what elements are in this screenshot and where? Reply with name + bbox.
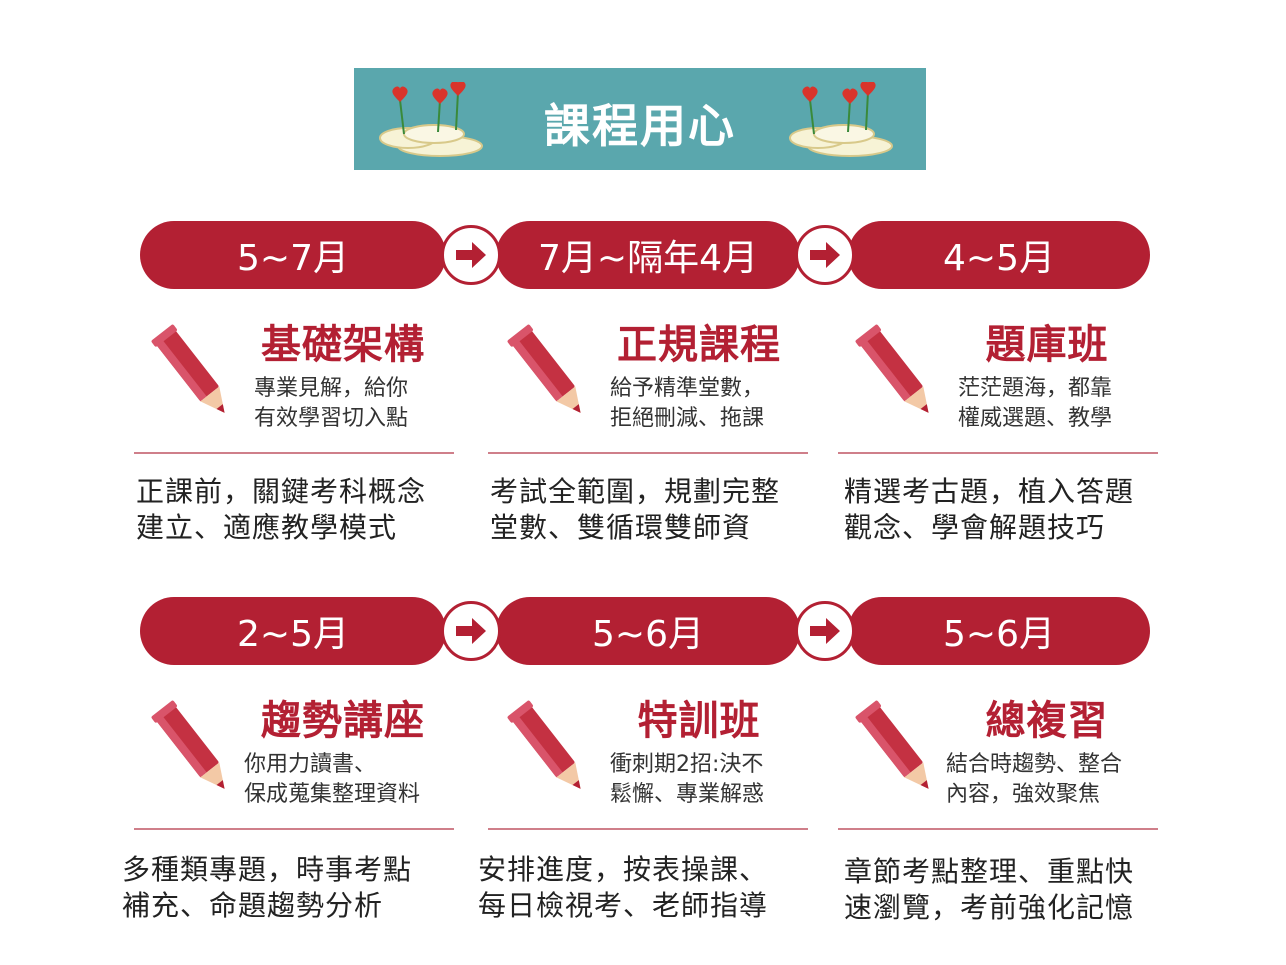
hearts-on-cloud-icon (378, 80, 484, 162)
course-description: 章節考點整理、重點快速瀏覽，考前強化記憶 (844, 855, 1135, 924)
course-subtitle: 你用力讀書、保成蒐集整理資料 (244, 752, 421, 807)
divider (134, 828, 454, 830)
pencil-icon (506, 694, 598, 808)
period-pill: 5~6月 (496, 597, 800, 665)
right-arrow-icon (441, 225, 501, 285)
period-pill: 2~5月 (140, 597, 446, 665)
period-pill: 5~6月 (848, 597, 1150, 665)
course-description: 考試全範圍，規劃完整堂數、雙循環雙師資 (490, 475, 781, 544)
course-description: 精選考古題，植入答題觀念、學會解題技巧 (844, 475, 1135, 544)
pencil-icon (150, 694, 242, 808)
divider (488, 452, 808, 454)
course-title: 特訓班 (637, 698, 761, 744)
pencil-icon (854, 318, 946, 432)
course-subtitle: 衝刺期2招:決不鬆懈、專業解惑 (610, 752, 765, 807)
divider (134, 452, 454, 454)
divider (838, 452, 1158, 454)
pencil-icon (150, 318, 242, 432)
course-subtitle: 茫茫題海，都靠權威選題、教學 (958, 376, 1113, 431)
hearts-on-cloud-icon (788, 80, 894, 162)
pencil-icon (506, 318, 598, 432)
right-arrow-icon (441, 601, 501, 661)
period-pill: 4~5月 (848, 221, 1150, 289)
course-title: 趨勢講座 (261, 698, 425, 744)
page-title: 課程用心 (544, 99, 736, 153)
course-title: 題庫班 (985, 322, 1109, 368)
course-subtitle: 專業見解，給你有效學習切入點 (254, 376, 409, 431)
divider (838, 828, 1158, 830)
period-pill: 7月~隔年4月 (496, 221, 800, 289)
course-description: 多種類專題，時事考點補充、命題趨勢分析 (122, 853, 413, 922)
right-arrow-icon (795, 601, 855, 661)
pencil-icon (854, 694, 946, 808)
course-subtitle: 結合時趨勢、整合內容，強效聚焦 (946, 752, 1123, 807)
course-title: 總複習 (985, 698, 1109, 744)
course-description: 安排進度，按表操課、每日檢視考、老師指導 (478, 853, 769, 922)
divider (488, 828, 808, 830)
right-arrow-icon (795, 225, 855, 285)
course-title: 正規課程 (617, 322, 781, 368)
period-pill: 5~7月 (140, 221, 446, 289)
title-banner: 課程用心 (354, 68, 926, 170)
course-description: 正課前，關鍵考科概念建立、適應教學模式 (136, 475, 427, 544)
course-title: 基礎架構 (261, 322, 425, 368)
course-subtitle: 給予精準堂數，拒絕刪減、拖課 (610, 376, 765, 431)
